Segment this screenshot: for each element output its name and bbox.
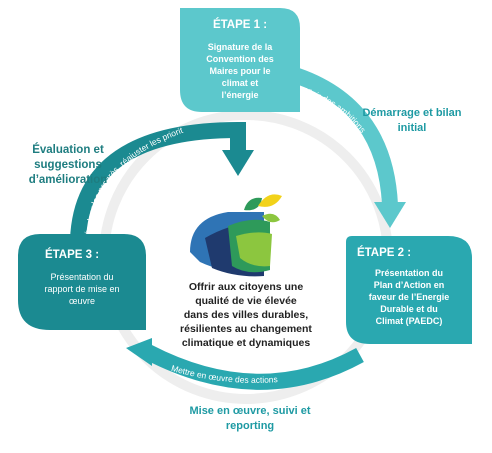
arc-arrow-ambitions — [282, 64, 398, 206]
step3-line-3: œuvre — [69, 296, 95, 306]
step2-line-3: faveur de l’Energie — [369, 292, 450, 302]
center-line-5: climatique et dynamiques — [182, 337, 311, 349]
step2-line-1: Présentation du — [375, 268, 443, 278]
center-line-2: qualité de vie élevée — [195, 295, 297, 307]
step1-line-2: Convention des — [206, 54, 274, 64]
step2-leaf — [346, 236, 472, 344]
arrowhead-actions — [126, 338, 152, 366]
arrowhead-progress — [222, 150, 254, 176]
step3-line-1: Présentation du — [50, 272, 113, 282]
step1-line-1: Signature de la — [208, 42, 274, 52]
step3-title: ÉTAPE 3 : — [45, 248, 99, 261]
step2-line-4: Durable et du — [380, 304, 438, 314]
step1-line-5: l’énergie — [221, 90, 258, 100]
arrowhead-ambitions — [374, 202, 406, 228]
center-line-3: dans des villes durables, — [184, 309, 308, 321]
phase-evaluation-line-3: d’amélioration — [29, 174, 108, 186]
step2-title: ÉTAPE 2 : — [357, 246, 411, 259]
step1-line-3: Maires pour le — [209, 66, 270, 76]
center-line-4: résilientes au changement — [180, 323, 312, 335]
phase-implementation-line-2: reporting — [226, 420, 274, 432]
phase-start-line-2: initial — [398, 122, 427, 134]
phase-start-line-1: Démarrage et bilan — [362, 107, 461, 119]
phase-evaluation-line-2: suggestions — [34, 159, 102, 171]
arc-arrow-progress — [70, 121, 246, 241]
step2-line-2: Plan d’Action en — [374, 280, 445, 290]
phase-implementation-line-1: Mise en œuvre, suivi et — [189, 405, 310, 417]
step1-title: ÉTAPE 1 : — [213, 18, 267, 31]
step3-leaf — [18, 234, 146, 330]
center-line-1: Offrir aux citoyens une — [189, 281, 304, 293]
step3-line-2: rapport de mise en — [44, 284, 119, 294]
arc-arrow-actions — [144, 344, 364, 390]
logo-icon — [190, 194, 282, 277]
arc-label-progress: Évaluer les progrès, réajuster les prior… — [0, 0, 185, 236]
step2-line-5: Climat (PAEDC) — [376, 316, 443, 326]
step1-line-4: climat et — [222, 78, 259, 88]
phase-evaluation-line-1: Évaluation et — [32, 143, 104, 156]
step1-leaf — [180, 8, 300, 112]
